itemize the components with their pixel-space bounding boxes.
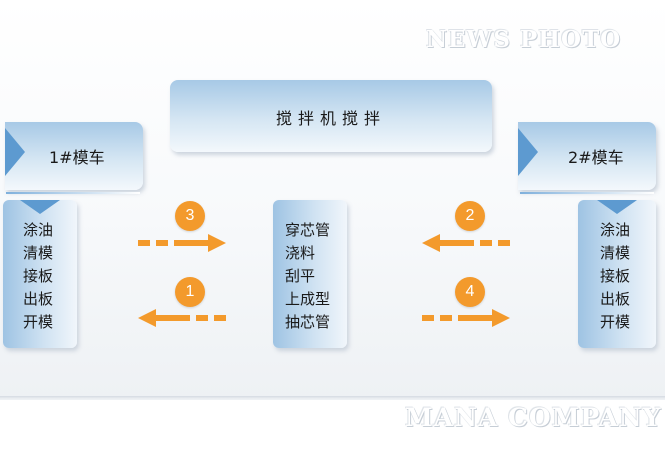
- arrow-right-icon: [138, 234, 226, 252]
- mold-car-1-divider: [6, 192, 140, 194]
- center-steps: 穿芯管 浇料 刮平 上成型 抽芯管: [273, 200, 347, 348]
- step-item: 接板: [23, 267, 54, 285]
- step-item: 浇料: [285, 244, 316, 262]
- arrow-left-icon: [138, 309, 226, 327]
- step-item: 上成型: [285, 290, 331, 308]
- mold-car-1-label: 1#模车: [49, 148, 105, 167]
- step-item: 涂油: [23, 221, 54, 239]
- step-badge-3: 3: [175, 201, 205, 231]
- mixer-box: 搅拌机搅拌: [170, 80, 492, 152]
- notch-shape: [5, 128, 25, 176]
- step-item: 清模: [600, 244, 631, 262]
- mixer-label: 搅拌机搅拌: [275, 109, 386, 128]
- step-item: 出板: [23, 290, 54, 308]
- step-item: 穿芯管: [285, 221, 331, 239]
- step-badge-4: 4: [455, 277, 485, 307]
- down-pointer-shape: [597, 200, 637, 214]
- mold-car-2-label: 2#模车: [568, 148, 624, 167]
- step-list: 涂油 清模 接板 出板 开模: [600, 219, 665, 334]
- step-item: 抽芯管: [285, 313, 331, 331]
- mold-car-2-steps: 涂油 清模 接板 出板 开模: [578, 200, 656, 348]
- mold-car-1-header: 1#模车: [5, 122, 143, 190]
- step-item: 开模: [23, 313, 54, 331]
- mold-car-1-steps: 涂油 清模 接板 出板 开模: [3, 200, 77, 348]
- step-item: 开模: [600, 313, 631, 331]
- step-badge-2: 2: [455, 201, 485, 231]
- down-pointer-shape: [20, 200, 60, 214]
- watermark-bottom: MANA COMPANY: [405, 403, 662, 432]
- arrow-left-icon: [422, 234, 510, 252]
- arrow-right-icon: [422, 309, 510, 327]
- step-list: 穿芯管 浇料 刮平 上成型 抽芯管: [285, 219, 359, 334]
- step-item: 清模: [23, 244, 54, 262]
- step-badge-1: 1: [175, 277, 205, 307]
- step-list: 涂油 清模 接板 出板 开模: [23, 219, 97, 334]
- step-item: 接板: [600, 267, 631, 285]
- step-item: 出板: [600, 290, 631, 308]
- background-divider: [0, 396, 665, 399]
- step-item: 刮平: [285, 267, 316, 285]
- watermark-top: NEWS PHOTO: [426, 26, 622, 53]
- notch-shape: [518, 128, 538, 176]
- mold-car-2-header: 2#模车: [518, 122, 656, 190]
- mold-car-2-divider: [520, 192, 654, 194]
- step-item: 涂油: [600, 221, 631, 239]
